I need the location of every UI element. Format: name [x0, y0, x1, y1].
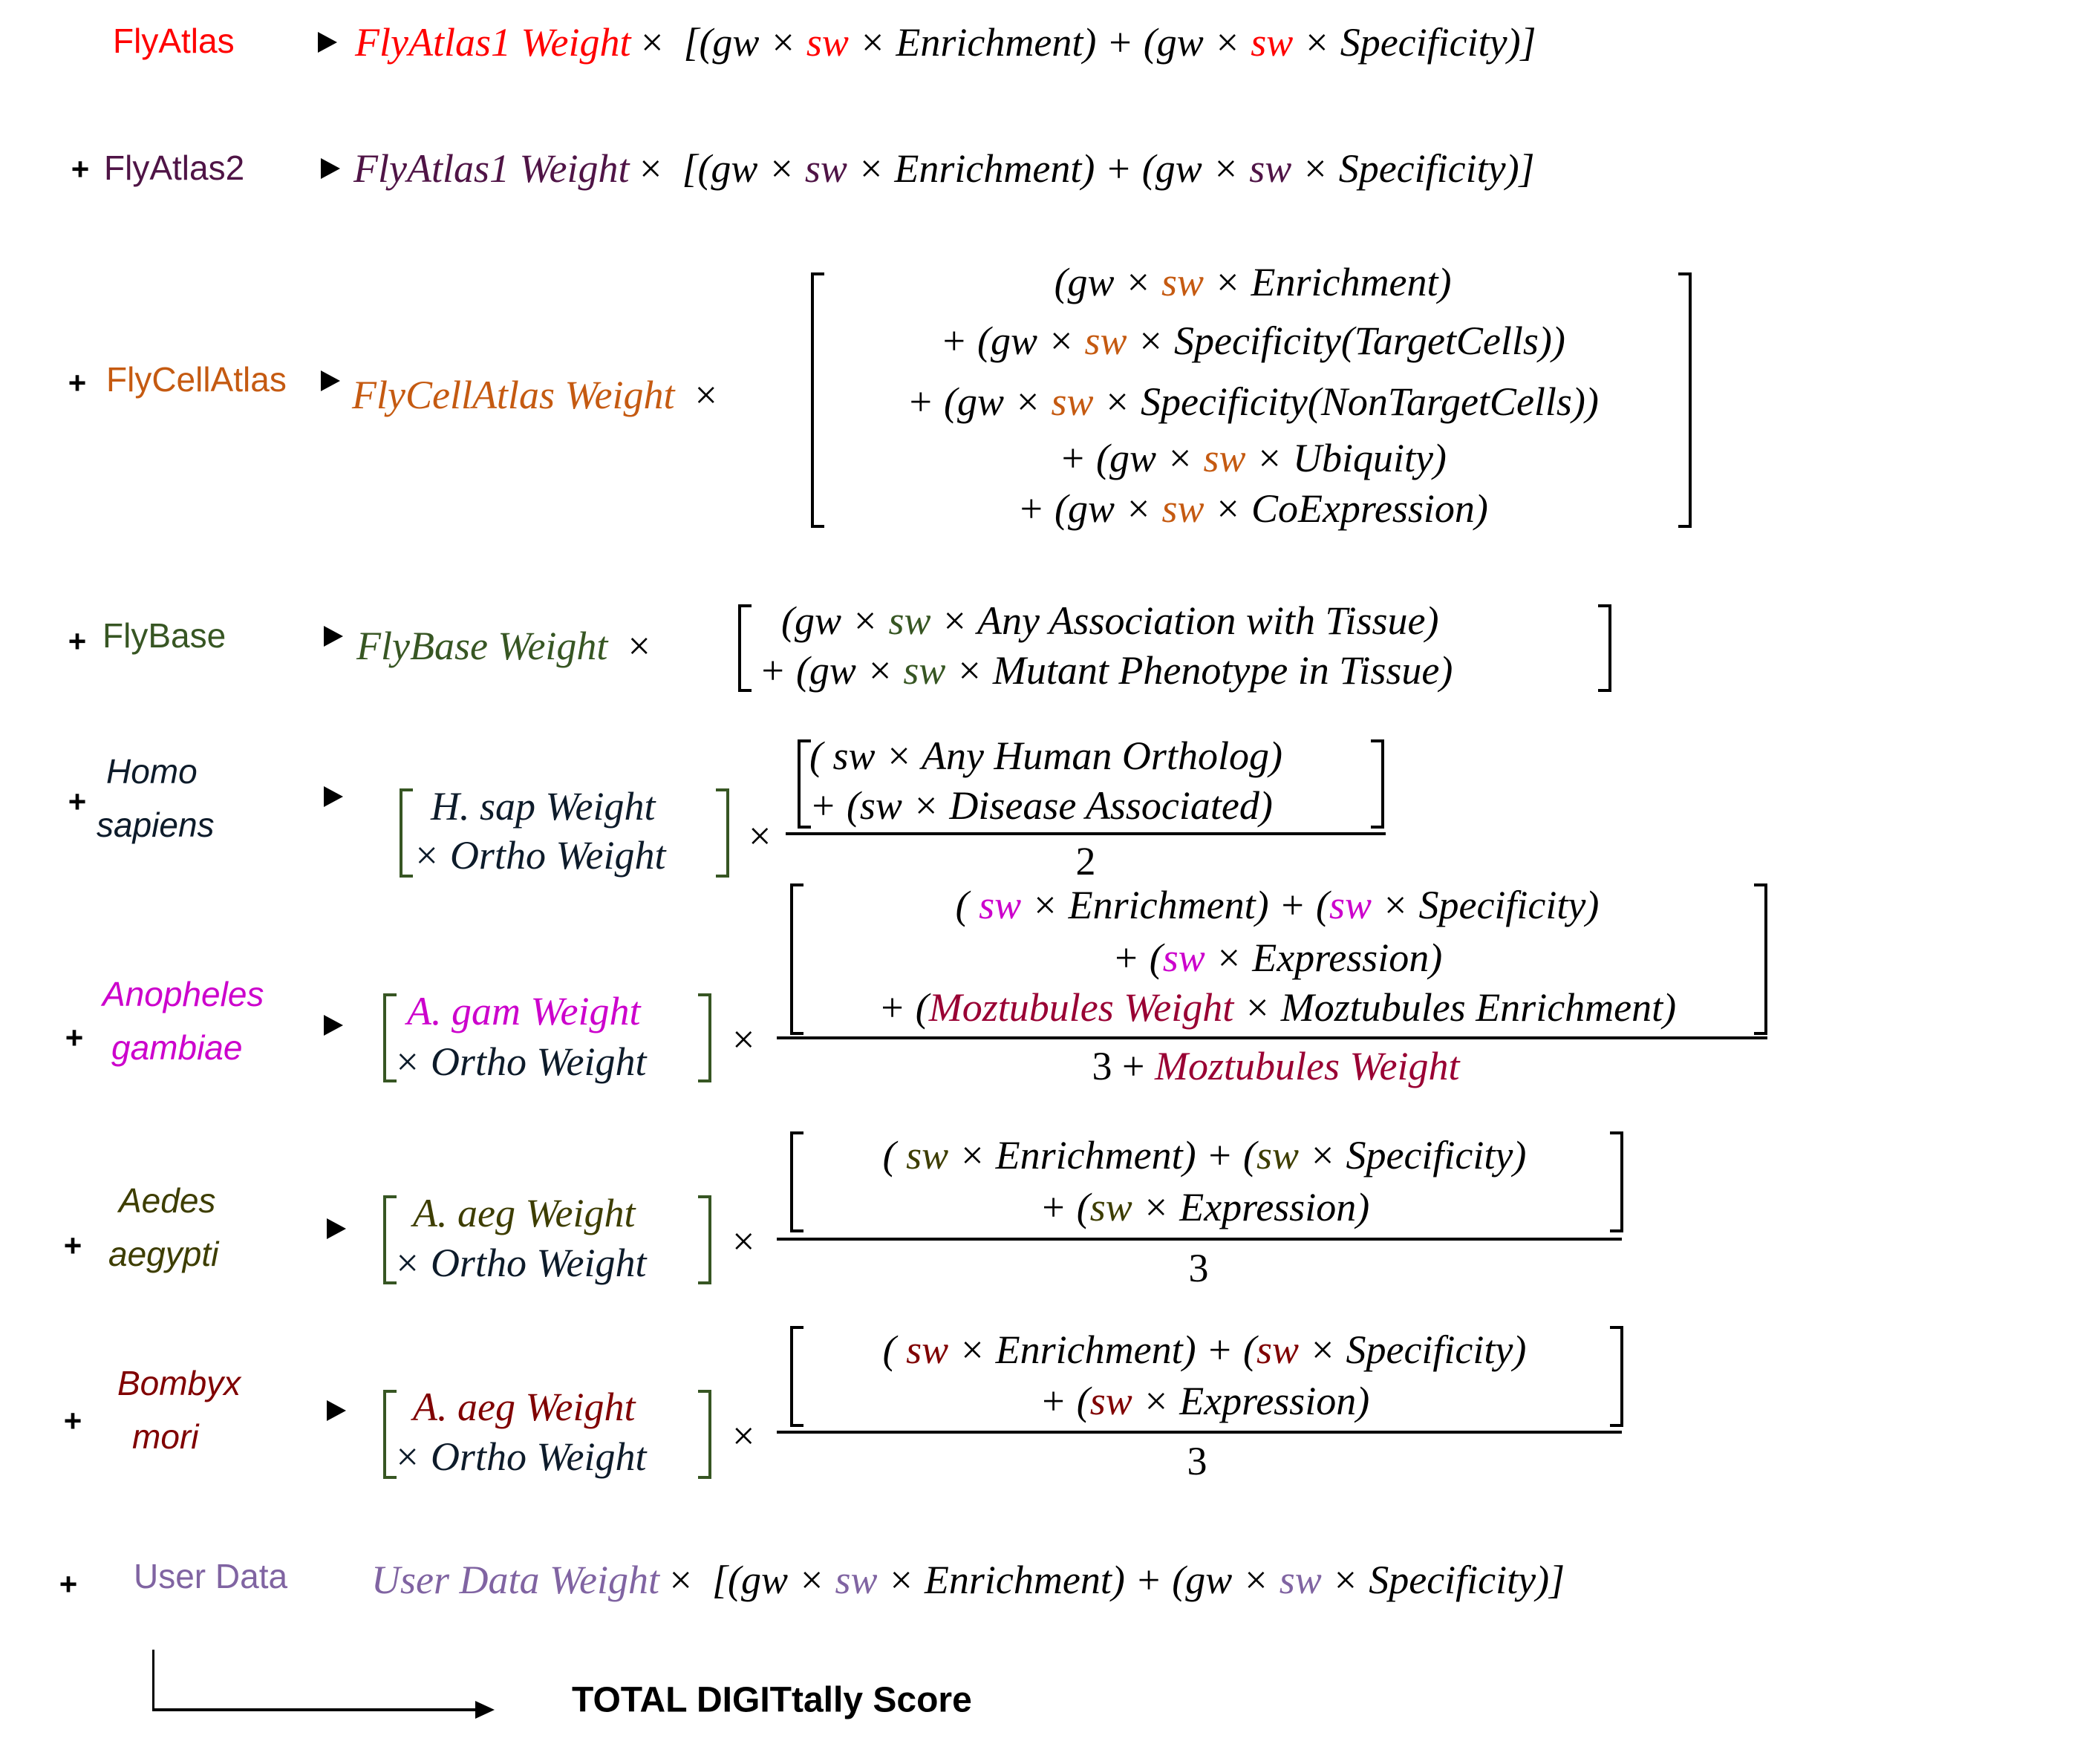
weight-hsap: H. sap Weight: [431, 784, 656, 829]
formula-flyatlas2: FlyAtlas1 Weight × [(gw × sw × Enrichmen…: [353, 146, 1535, 191]
species-label-hsap-2: sapiens: [97, 806, 215, 844]
formula-flyatlas: FlyAtlas1 Weight × [(gw × sw × Enrichmen…: [355, 20, 1536, 65]
weight-flycellatlas: FlyCellAtlas Weight ×: [352, 373, 717, 417]
species-label-aaeg-1: Aedes: [119, 1181, 216, 1220]
fca-line-5: + (gw × sw × CoExpression): [1017, 486, 1488, 531]
ortho-weight-aaeg: × Ortho Weight: [394, 1241, 647, 1285]
source-label-flyatlas: FlyAtlas: [113, 22, 235, 60]
hsap-num-2: + (sw × Disease Associated): [809, 783, 1273, 828]
plus-icon: +: [68, 624, 87, 659]
weight-agam: A. gam Weight: [407, 989, 641, 1033]
agam-denominator: 3 + Moztubules Weight: [1092, 1044, 1460, 1088]
formula-userdata: User Data Weight × [(gw × sw × Enrichmen…: [371, 1558, 1565, 1602]
fraction-bar: [777, 1431, 1622, 1434]
source-label-flybase: FlyBase: [102, 616, 226, 655]
arrow-right-icon: [327, 1400, 346, 1421]
bracket-right: [716, 788, 729, 878]
bracket-left: [798, 739, 811, 829]
total-score-label: TOTAL DIGITtally Score: [572, 1680, 972, 1720]
weight-flyatlas2: FlyAtlas1 Weight: [353, 146, 630, 191]
hsap-denominator: 2: [1075, 839, 1096, 883]
arrow-right-icon: [324, 626, 343, 647]
ortho-weight-agam: × Ortho Weight: [394, 1039, 647, 1084]
bracket-right: [1598, 604, 1611, 692]
fraction-bar: [777, 1036, 1767, 1039]
times-sign: ×: [732, 1414, 755, 1458]
weight-aaeg: A. aeg Weight: [413, 1191, 636, 1235]
times-sign: ×: [749, 814, 772, 858]
plus-icon: +: [68, 365, 87, 400]
bracket-left: [383, 1195, 397, 1284]
plus-icon: +: [63, 1228, 82, 1263]
bracket-right: [1678, 272, 1692, 528]
bmori-denominator: 3: [1187, 1439, 1207, 1483]
bracket-left: [790, 883, 803, 1035]
arrow-right-icon: [327, 1218, 346, 1239]
bmori-num-2: + (sw × Expression): [1039, 1379, 1370, 1423]
weight-bmori: A. aeg Weight: [413, 1385, 636, 1429]
weight-userdata: User Data Weight: [371, 1558, 659, 1602]
bracket-left: [790, 1131, 803, 1232]
arrowhead-icon: [475, 1701, 495, 1719]
weight-flybase: FlyBase Weight ×: [356, 624, 651, 668]
bracket-right: [698, 993, 711, 1082]
agam-num-3: + (Moztubules Weight × Moztubules Enrich…: [878, 985, 1677, 1030]
arrow-right-icon: [321, 158, 340, 179]
fraction-bar: [786, 832, 1386, 835]
aaeg-denominator: 3: [1188, 1246, 1209, 1290]
species-label-aaeg-2: aegypti: [108, 1235, 219, 1273]
species-label-bmori-1: Bombyx: [117, 1364, 241, 1402]
species-label-agam-1: Anopheles: [102, 975, 264, 1013]
bracket-right: [698, 1195, 711, 1284]
arrow-right-icon: [324, 786, 343, 807]
source-label-flycellatlas: FlyCellAtlas: [106, 360, 287, 399]
sum-connector-vertical: [152, 1650, 154, 1711]
bracket-right: [1610, 1326, 1623, 1427]
plus-icon: +: [65, 1020, 84, 1055]
fca-line-3: + (gw × sw × Specificity(NonTargetCells)…: [907, 379, 1599, 424]
species-label-bmori-2: mori: [132, 1417, 199, 1456]
agam-num-1: ( sw × Enrichment) + (sw × Specificity): [955, 883, 1600, 927]
flybase-line-1: (gw × sw × Any Association with Tissue): [781, 598, 1439, 643]
bmori-num-1: ( sw × Enrichment) + (sw × Specificity): [882, 1327, 1527, 1372]
fca-line-2: + (gw × sw × Specificity(TargetCells)): [940, 318, 1565, 363]
flybase-line-2: + (gw × sw × Mutant Phenotype in Tissue): [759, 648, 1453, 693]
bracket-left: [400, 788, 413, 878]
plus-icon: +: [59, 1567, 78, 1601]
aaeg-num-2: + (sw × Expression): [1039, 1185, 1370, 1229]
ortho-weight-bmori: × Ortho Weight: [394, 1434, 647, 1479]
bracket-left: [383, 1390, 397, 1479]
sum-connector-horizontal: [152, 1708, 479, 1711]
species-label-hsap-1: Homo: [106, 752, 198, 791]
source-label-flyatlas2: FlyAtlas2: [104, 148, 245, 187]
fca-line-4: + (gw × sw × Ubiquity): [1059, 436, 1447, 480]
source-label-userdata: User Data: [134, 1557, 288, 1595]
species-label-agam-2: gambiae: [111, 1028, 243, 1067]
fraction-bar: [777, 1238, 1622, 1241]
arrow-right-icon: [321, 370, 340, 391]
bracket-right: [1610, 1131, 1623, 1232]
bracket-right: [1371, 739, 1384, 829]
arrow-right-icon: [324, 1015, 343, 1036]
bracket-right: [698, 1390, 711, 1479]
weight-flyatlas: FlyAtlas1 Weight: [355, 20, 631, 65]
bracket-left: [383, 993, 397, 1082]
times-sign: ×: [732, 1017, 755, 1062]
ortho-weight-hsap: × Ortho Weight: [413, 833, 666, 878]
aaeg-num-1: ( sw × Enrichment) + (sw × Specificity): [882, 1133, 1527, 1177]
bracket-left: [811, 272, 824, 528]
fca-line-1: (gw × sw × Enrichment): [1054, 260, 1452, 304]
agam-num-2: + (sw × Expression): [1112, 935, 1443, 980]
times-sign: ×: [732, 1219, 755, 1264]
arrow-right-icon: [318, 32, 337, 53]
hsap-num-1: ( sw × Any Human Ortholog): [809, 734, 1282, 778]
bracket-left: [738, 604, 752, 692]
bracket-right: [1754, 883, 1767, 1035]
bracket-left: [790, 1326, 803, 1427]
plus-icon: +: [63, 1403, 82, 1438]
plus-icon: +: [68, 784, 87, 819]
plus-icon: +: [71, 151, 90, 186]
